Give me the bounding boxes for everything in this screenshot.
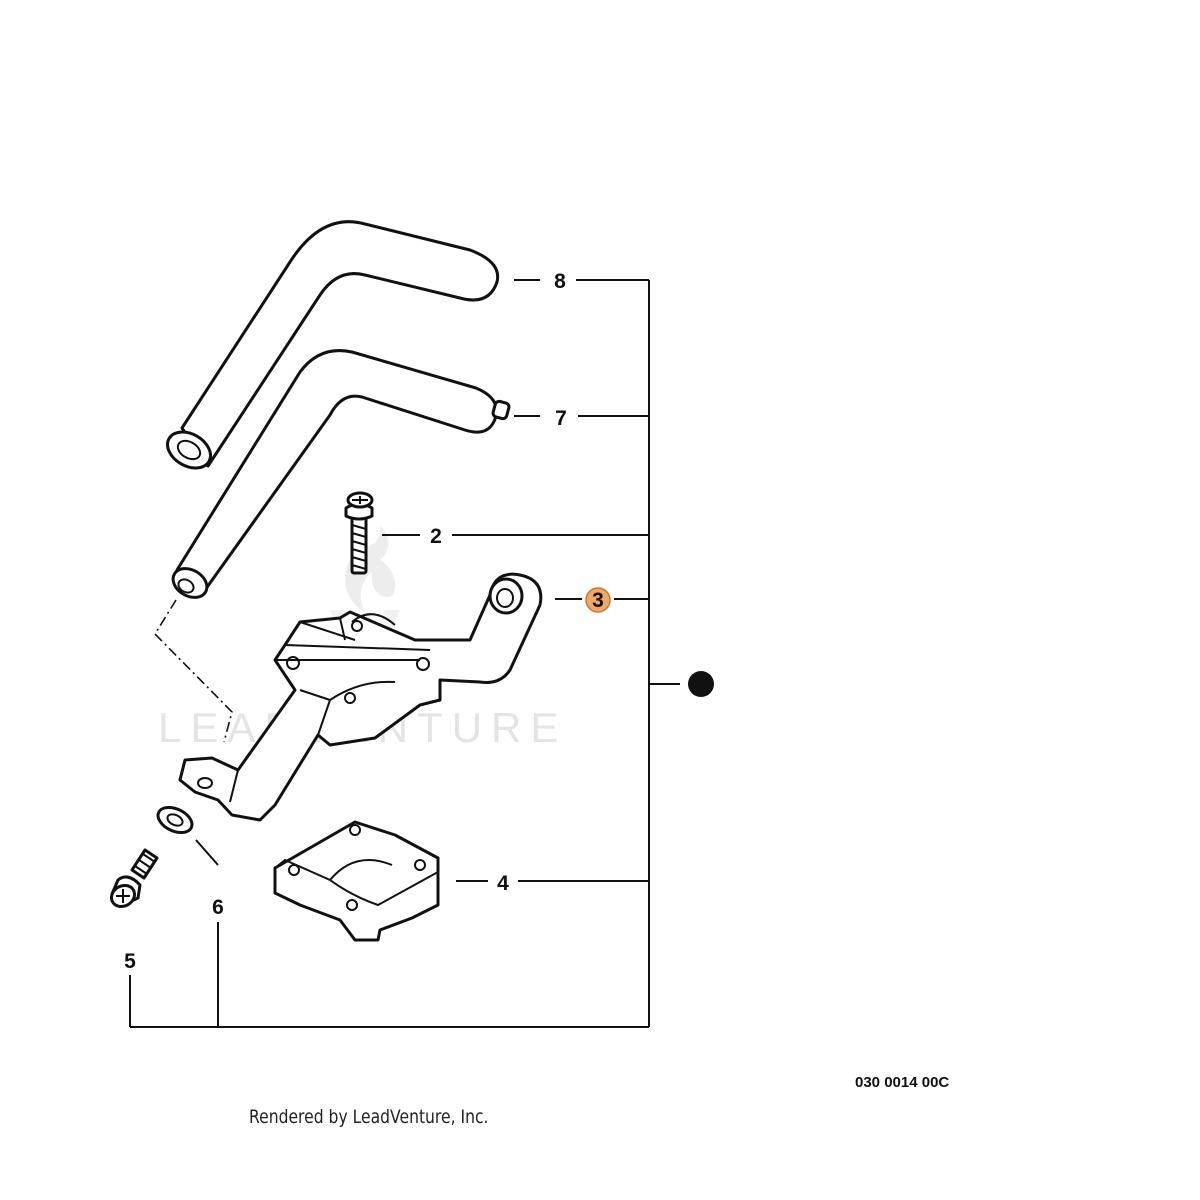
assembly-line [153,599,233,743]
callout-5[interactable]: 5 [124,950,136,973]
part-7-handle-bar [171,349,511,599]
part-4-clamp [273,820,440,942]
callout-5-label: 5 [124,950,136,973]
callout-7-label: 7 [555,407,567,430]
callout-4[interactable]: 4 [497,872,509,895]
part-8-handle-bar [166,220,500,470]
callout-1-assembly[interactable]: 1 [688,671,714,697]
callout-8[interactable]: 8 [554,270,566,293]
part-5-screw [109,848,159,909]
callout-6-label: 6 [212,896,224,919]
callout-3-highlighted[interactable]: 3 [585,587,611,613]
part-2-screw [344,491,374,575]
part-3-handle-bracket [178,572,543,822]
callout-3-highlight-circle [585,587,611,613]
callout-8-label: 8 [554,270,566,293]
callout-7[interactable]: 7 [555,407,567,430]
callout-2-label: 2 [430,525,442,548]
leader-lines [129,279,680,1028]
footer-credit: Rendered by LeadVenture, Inc. [249,1106,489,1128]
callout-3-label: 3 [592,589,604,612]
callout-6[interactable]: 6 [212,896,224,919]
part-6-washer [156,805,194,835]
callout-2[interactable]: 2 [430,525,442,548]
callout-1-label: 1 [695,673,707,696]
callout-1-filled-circle [688,671,714,697]
callout-4-label: 4 [497,872,509,895]
diagram-code: 030 0014 00C [855,1074,950,1091]
